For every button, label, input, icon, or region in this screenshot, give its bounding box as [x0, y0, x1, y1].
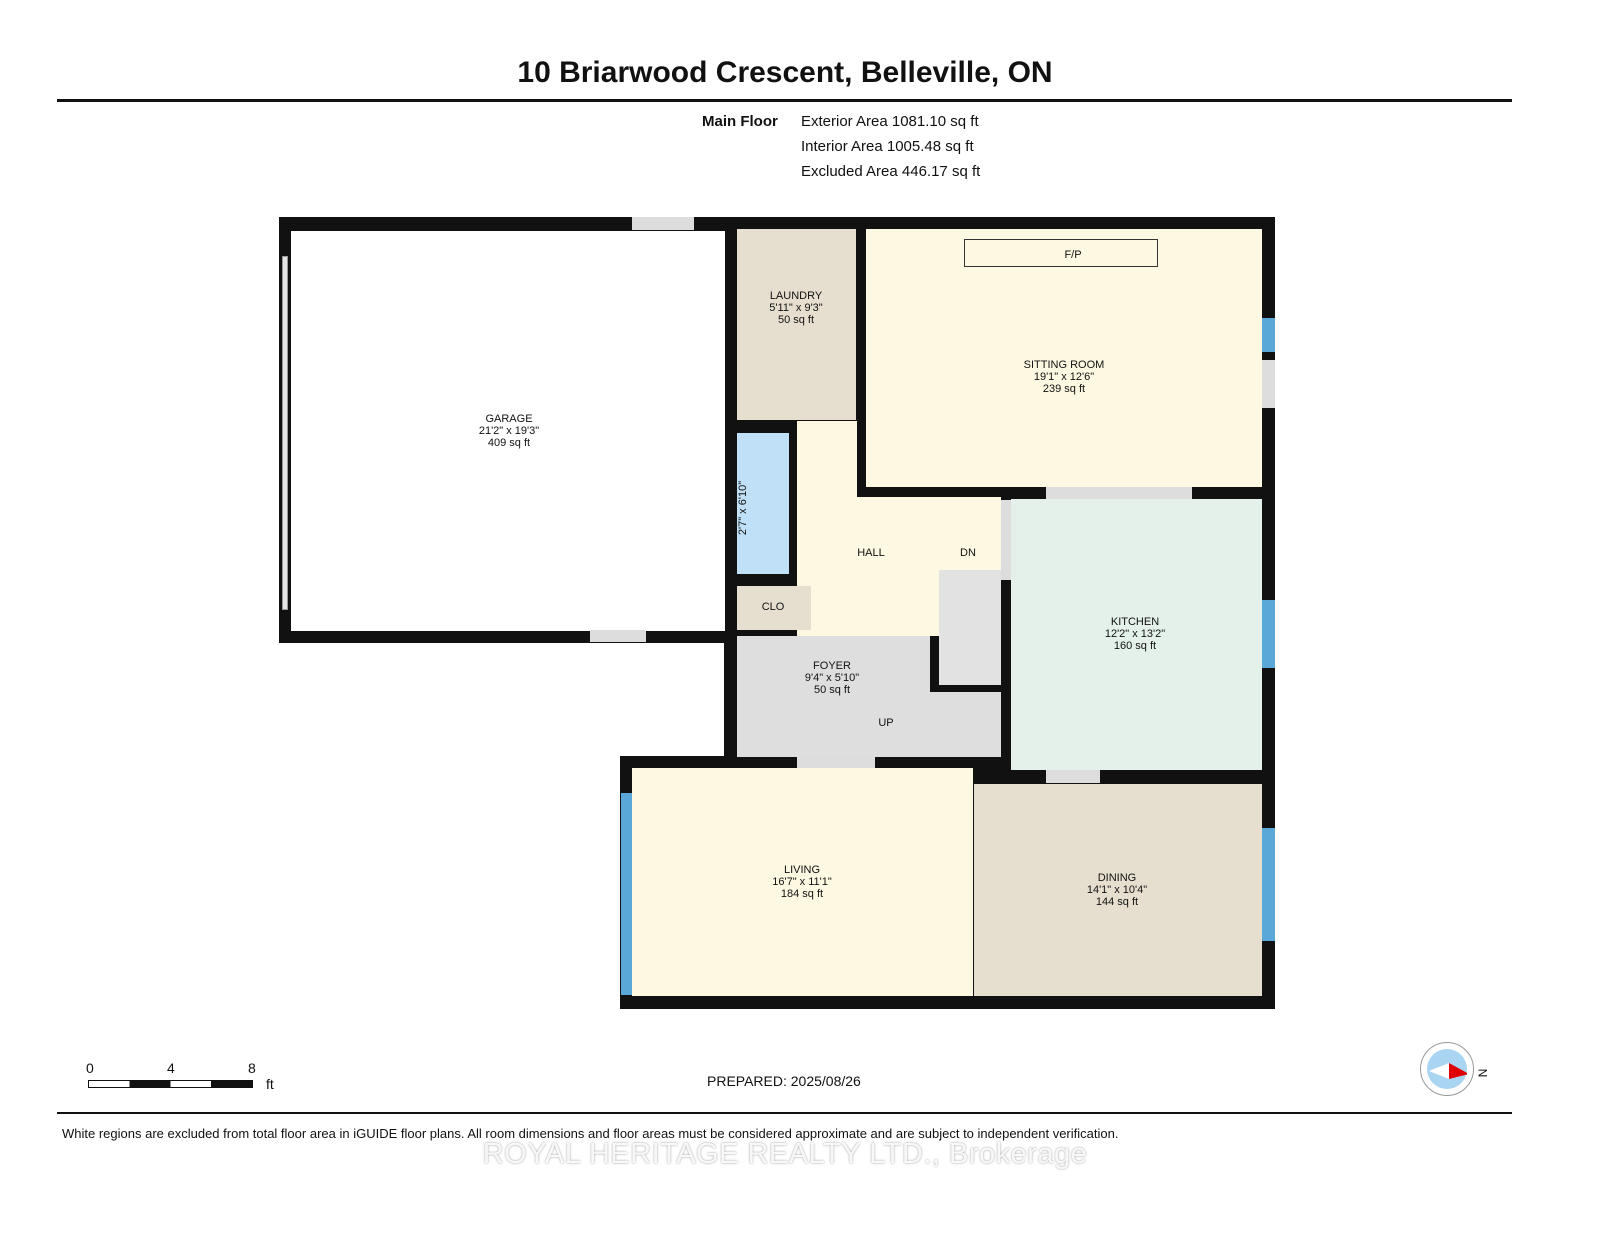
window [1262, 828, 1275, 941]
room-sitting [866, 229, 1262, 487]
staircase-down [939, 570, 1001, 685]
fireplace [964, 239, 1158, 267]
garage-door [282, 256, 288, 610]
label-up: UP [878, 717, 894, 729]
window [1262, 600, 1275, 668]
opening [1046, 487, 1192, 499]
opening [1046, 770, 1100, 783]
page-title: 10 Briarwood Crescent, Belleville, ON [517, 56, 1053, 89]
scale-tick-4: 4 [167, 1060, 175, 1076]
door [590, 630, 646, 642]
label-hall: HALL [857, 547, 885, 559]
room-foyer [737, 636, 930, 757]
prepared-date: PREPARED: 2025/08/26 [707, 1073, 861, 1089]
room-garage [291, 231, 725, 631]
footer-divider [57, 1112, 1512, 1114]
label-down: DN [960, 547, 976, 559]
scale-unit: ft [266, 1076, 274, 1092]
exterior-area: Exterior Area 1081.10 sq ft [801, 113, 979, 130]
room-living [632, 768, 973, 996]
excluded-area: Excluded Area 446.17 sq ft [801, 163, 981, 180]
watermark: ROYAL HERITAGE REALTY LTD., Brokerage [482, 1138, 1088, 1170]
label-clo: CLO [761, 601, 785, 613]
scale-bar-graphic [88, 1080, 253, 1088]
compass-north-label: N [1475, 1068, 1490, 1078]
stair-landing [903, 692, 1001, 757]
door [1262, 360, 1275, 408]
floor-name: Main Floor [702, 113, 778, 130]
header-divider [57, 99, 1512, 102]
door [632, 217, 694, 230]
room-dining [974, 784, 1262, 996]
room-bath [737, 433, 789, 574]
window [1262, 318, 1275, 352]
room-laundry [737, 229, 856, 420]
room-clo [737, 586, 811, 630]
scale-tick-8: 8 [248, 1060, 256, 1076]
opening [797, 756, 875, 768]
disclaimer: White regions are excluded from total fl… [62, 1126, 1119, 1141]
opening [1001, 500, 1011, 580]
interior-area: Interior Area 1005.48 sq ft [801, 138, 974, 155]
scale-tick-0: 0 [86, 1060, 94, 1076]
compass-icon [1420, 1042, 1474, 1096]
window [621, 793, 632, 995]
label-fireplace: F/P [1064, 249, 1082, 261]
room-kitchen [1011, 499, 1262, 770]
